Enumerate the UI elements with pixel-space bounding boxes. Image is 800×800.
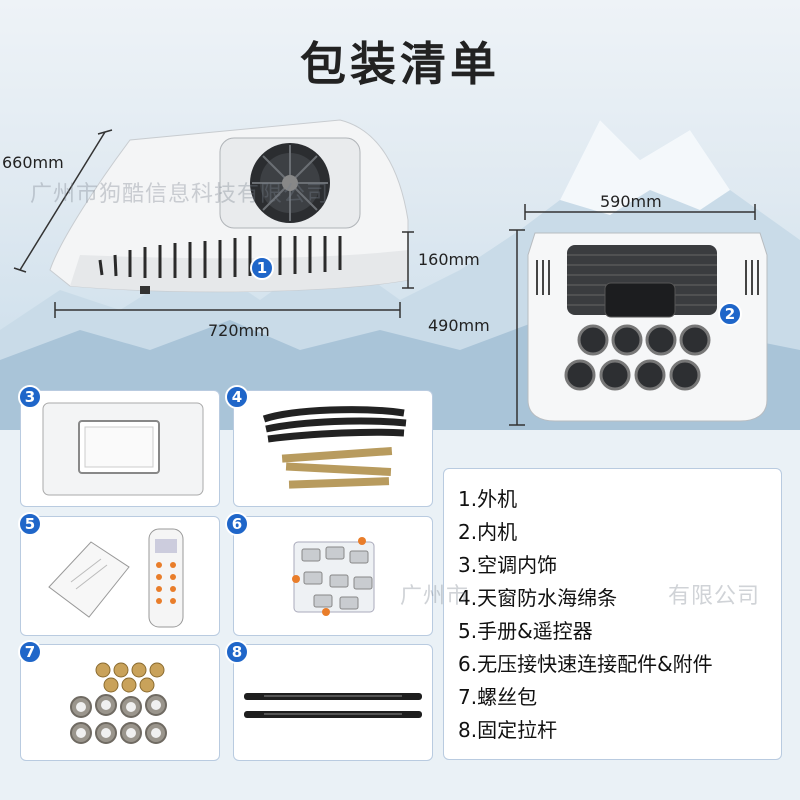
packing-list-panel: 1.外机 2.内机 3.空调内饰 4.天窗防水海绵条 5.手册&遥控器 6.无压…	[443, 468, 782, 760]
trim-panel-image	[42, 402, 204, 496]
watermark-top: 广州市狗酷信息科技有限公司	[30, 182, 330, 207]
page-title: 包装清单	[300, 37, 500, 91]
dimension-width-outer: 720mm	[208, 321, 270, 340]
list-item-6: 6.无压接快速连接配件&附件	[458, 652, 713, 676]
badge-2: 2	[718, 302, 742, 326]
dimension-height-outer: 160mm	[418, 250, 480, 269]
dimension-depth-outer: 660mm	[2, 153, 64, 172]
badge-7: 7	[18, 640, 42, 664]
badge-3: 3	[18, 385, 42, 409]
list-item-4: 4.天窗防水海绵条	[458, 586, 618, 610]
fixing-rod-image	[244, 693, 422, 718]
dimension-height-inner: 490mm	[428, 316, 490, 335]
list-item-7: 7.螺丝包	[458, 685, 538, 709]
manual-and-remote-image	[48, 528, 184, 628]
fittings-kit-image	[292, 537, 375, 616]
indoor-unit-image	[527, 232, 768, 422]
item-card-6	[233, 516, 433, 636]
list-item-2: 2.内机	[458, 520, 518, 544]
indoor-dimension-lines	[509, 204, 756, 426]
outdoor-dimension-lines	[13, 129, 414, 318]
item-card-4	[233, 390, 433, 507]
badge-6: 6	[225, 512, 249, 536]
item-card-3	[20, 390, 220, 507]
item-card-5	[20, 516, 220, 636]
list-item-3: 3.空调内饰	[458, 553, 558, 577]
item-card-8	[233, 644, 433, 761]
list-item-1: 1.外机	[458, 487, 518, 511]
watermark-bottom-right: 有限公司	[668, 584, 761, 609]
badge-5: 5	[18, 512, 42, 536]
dimension-width-inner: 590mm	[600, 192, 662, 211]
badge-8: 8	[225, 640, 249, 664]
list-item-8: 8.固定拉杆	[458, 718, 558, 742]
outdoor-unit-image	[49, 119, 409, 294]
screw-pack-image	[70, 662, 167, 744]
badge-1: 1	[250, 256, 274, 280]
sponge-strip-image	[262, 406, 407, 489]
list-item-5: 5.手册&遥控器	[458, 619, 593, 643]
item-card-7	[20, 644, 220, 761]
watermark-bottom-left: 广州市	[400, 584, 470, 609]
badge-4: 4	[225, 385, 249, 409]
